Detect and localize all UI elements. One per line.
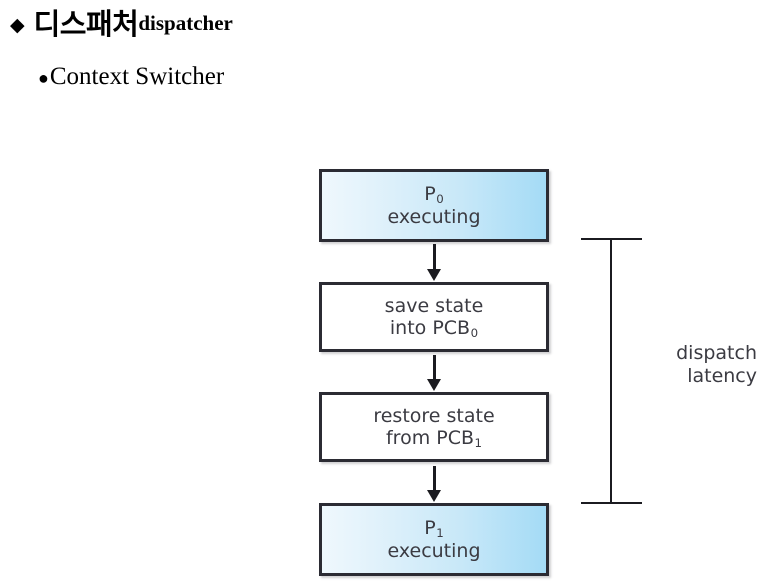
bullet-item-context-switcher: ● Context Switcher	[38, 63, 224, 91]
flow-box-p0-line1-subscript: 0	[436, 192, 444, 207]
flow-box-restore-line2-text: from PCB	[385, 427, 474, 449]
flow-box-save-line2: into PCB0	[389, 317, 479, 341]
flow-box-save-line2-text: into PCB	[389, 317, 471, 339]
flow-box-p1-line1-text: P	[424, 517, 436, 540]
flow-arrow-down-2	[427, 355, 441, 391]
dispatch-latency-label: dispatch latency	[612, 342, 757, 388]
flow-box-p0-line1: P0	[424, 183, 444, 207]
flow-box-p1-line1: P1	[424, 517, 444, 541]
flow-box-save-state: save state into PCB0	[319, 282, 549, 352]
flow-box-restore-line2-subscript: 1	[474, 436, 483, 451]
flow-box-save-line2-subscript: 0	[470, 326, 479, 341]
round-bullet-icon: ●	[38, 68, 49, 88]
page-title-english: dispatcher	[138, 11, 233, 35]
dispatch-latency-label-line2: latency	[687, 364, 757, 387]
page-title-korean: 디스패처	[33, 7, 139, 41]
flow-box-restore-line1: restore state	[373, 404, 495, 427]
flow-box-p0-line1-text: P	[424, 183, 436, 206]
dispatch-latency-bracket	[581, 238, 642, 504]
flow-arrow-down-1	[427, 244, 441, 281]
flow-box-p1-line2: executing	[387, 539, 481, 562]
slide-heading: ◆ 디스패처 dispatcher	[10, 1, 233, 43]
flow-box-p0-line2: executing	[387, 205, 481, 228]
flow-box-p1-executing: P1 executing	[319, 503, 549, 576]
arrow-head-icon	[427, 269, 441, 281]
bullet-item-label: Context Switcher	[49, 63, 225, 90]
dispatch-latency-label-line1: dispatch	[676, 342, 757, 364]
flow-box-p1-line1-subscript: 1	[436, 526, 444, 541]
arrow-shaft	[433, 355, 436, 380]
flow-box-p0-executing: P0 executing	[319, 169, 549, 242]
flow-box-restore-state: restore state from PCB1	[319, 392, 549, 462]
arrow-shaft	[433, 244, 436, 270]
arrow-head-icon	[427, 379, 441, 391]
arrow-head-icon	[427, 490, 441, 502]
flow-arrow-down-3	[427, 466, 441, 503]
arrow-shaft	[433, 466, 436, 491]
bracket-cap-bottom	[581, 502, 642, 504]
flow-box-restore-line2: from PCB1	[385, 427, 483, 451]
flow-box-save-line1: save state	[384, 294, 484, 317]
bracket-stem	[610, 238, 612, 504]
diamond-bullet-icon: ◆	[10, 15, 25, 36]
